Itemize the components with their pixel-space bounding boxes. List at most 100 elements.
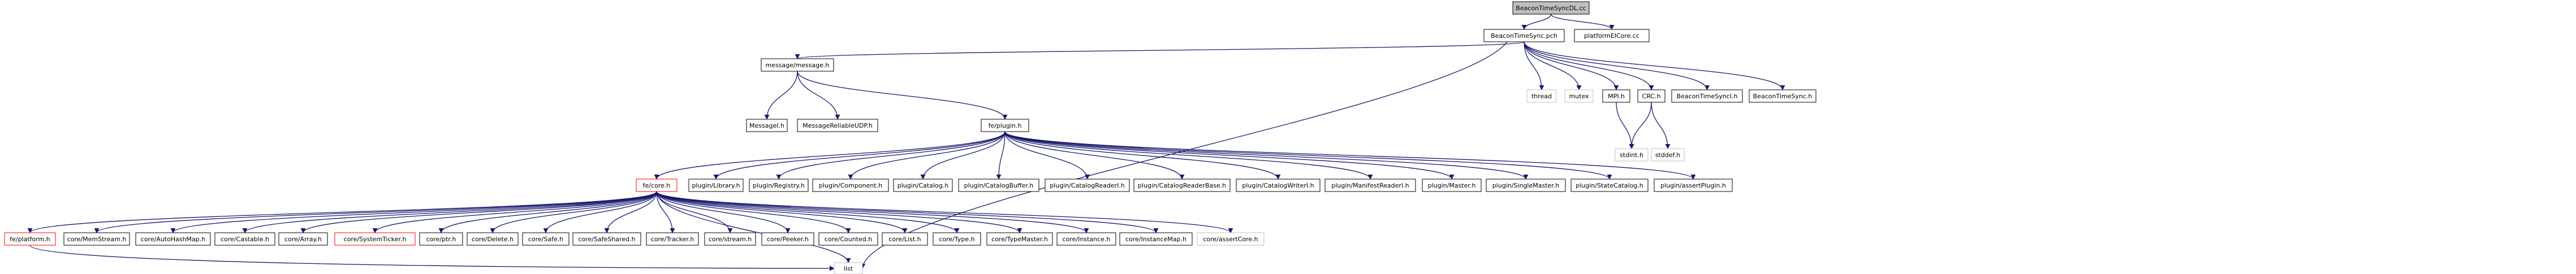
node-box bbox=[135, 232, 211, 246]
node-box bbox=[981, 119, 1029, 132]
edge-plugin-to-pl_catreaderbase bbox=[1004, 131, 1185, 180]
node-stdint[interactable]: stdint.h bbox=[1615, 148, 1649, 162]
edge-beacon_pch-to-beacon_sync bbox=[1524, 41, 1785, 90]
node-box bbox=[1574, 29, 1650, 42]
node-box bbox=[278, 232, 328, 246]
node-label: fe/platform.h bbox=[10, 236, 50, 243]
node-plugin[interactable]: fe/plugin.h bbox=[981, 119, 1029, 132]
node-pl-catwriteri[interactable]: plugin/CatalogWriterI.h bbox=[1236, 179, 1321, 192]
node-c-castable[interactable]: core/Castable.h bbox=[214, 232, 275, 246]
node-label: BeaconTimeSync.pch bbox=[1491, 32, 1557, 40]
edge-beacon_pch-to-beacon_synci bbox=[1524, 41, 1710, 90]
node-msg-reliable[interactable]: MessageReliableUDP.h bbox=[797, 119, 878, 132]
node-pl-catreaderbase[interactable]: plugin/CatalogReaderBase.h bbox=[1133, 179, 1231, 192]
node-pl-singlemaster[interactable]: plugin/SingleMaster.h bbox=[1486, 179, 1566, 192]
node-beacon-synci[interactable]: BeaconTimeSyncI.h bbox=[1671, 89, 1743, 103]
node-label: plugin/SingleMaster.h bbox=[1492, 182, 1560, 189]
edge-plugin-to-pl_catwriteri bbox=[1004, 131, 1281, 180]
node-box bbox=[797, 119, 878, 132]
node-platform-eicore[interactable]: platformEICore.cc bbox=[1574, 29, 1650, 42]
node-pl-master[interactable]: plugin/Master.h bbox=[1422, 179, 1482, 192]
node-beacon-sync[interactable]: BeaconTimeSync.h bbox=[1749, 89, 1816, 103]
node-label: core/Counted.h bbox=[825, 236, 872, 243]
node-label: message/message.h bbox=[765, 62, 829, 69]
node-thread[interactable]: thread bbox=[1526, 89, 1557, 103]
edge-fe_core-to-c_assertcore bbox=[656, 191, 1233, 233]
node-box bbox=[1654, 179, 1733, 192]
node-c-counted[interactable]: core/Counted.h bbox=[818, 232, 878, 246]
node-label: core/Instance.h bbox=[1063, 236, 1111, 243]
node-box bbox=[419, 232, 463, 246]
edge-fe_core-to-c_stream bbox=[656, 191, 733, 233]
node-mutex[interactable]: mutex bbox=[1564, 89, 1594, 103]
node-c-instance[interactable]: core/Instance.h bbox=[1056, 232, 1116, 246]
edge-fe_core-to-c_array bbox=[300, 191, 657, 233]
node-label: plugin/CatalogWriterI.h bbox=[1242, 182, 1314, 189]
node-message[interactable]: message/message.h bbox=[761, 58, 834, 72]
node-box bbox=[1056, 232, 1116, 246]
edge-fe_core-to-list bbox=[656, 191, 851, 263]
node-box bbox=[986, 232, 1053, 246]
node-stddef[interactable]: stddef.h bbox=[1651, 148, 1685, 162]
node-pl-catalog[interactable]: plugin/Catalog.h bbox=[893, 179, 953, 192]
node-box bbox=[214, 232, 275, 246]
node-label: core/Peeker.h bbox=[767, 236, 809, 243]
node-label: core/Type.h bbox=[939, 236, 974, 243]
node-c-ptr[interactable]: core/ptr.h bbox=[419, 232, 463, 246]
node-root[interactable]: BeaconTimeSyncDL.cc bbox=[1512, 1, 1590, 15]
node-pl-catreaderi[interactable]: plugin/CatalogReaderI.h bbox=[1045, 179, 1130, 192]
node-c-type[interactable]: core/Type.h bbox=[933, 232, 981, 246]
node-box bbox=[882, 232, 928, 246]
edges-layer bbox=[27, 14, 1785, 271]
node-c-autohashmap[interactable]: core/AutoHashMap.h bbox=[135, 232, 211, 246]
node-c-typemaster[interactable]: core/TypeMaster.h bbox=[986, 232, 1053, 246]
node-c-stream[interactable]: core/stream.h bbox=[704, 232, 756, 246]
node-pl-statecatalog[interactable]: plugin/StateCatalog.h bbox=[1570, 179, 1649, 192]
node-list[interactable]: list bbox=[834, 262, 863, 274]
node-c-safeshared[interactable]: core/SafeShared.h bbox=[572, 232, 641, 246]
node-c-systicker[interactable]: core/SystemTicker.h bbox=[334, 232, 416, 246]
node-pl-assert[interactable]: plugin/assertPlugin.h bbox=[1654, 179, 1733, 192]
node-label: mutex bbox=[1569, 93, 1589, 100]
node-fe-core[interactable]: fe/core.h bbox=[636, 179, 678, 192]
node-c-array[interactable]: core/Array.h bbox=[278, 232, 328, 246]
edge-beacon_pch-to-mutex bbox=[1524, 41, 1582, 90]
node-box bbox=[1602, 89, 1630, 103]
edge-fe_core-to-c_ptr bbox=[438, 191, 657, 233]
node-label: MessageReliableUDP.h bbox=[802, 122, 873, 129]
node-c-assertcore[interactable]: core/assertCore.h bbox=[1197, 232, 1265, 246]
edge-plugin-to-pl_component bbox=[848, 131, 1006, 180]
node-crc[interactable]: CRC.h bbox=[1637, 89, 1665, 103]
edge-plugin-to-pl_assert bbox=[1004, 131, 1696, 180]
node-label: core/Tracker.h bbox=[651, 236, 694, 243]
node-label: core/AutoHashMap.h bbox=[141, 236, 205, 243]
node-box bbox=[749, 179, 809, 192]
node-box bbox=[1486, 179, 1566, 192]
node-pl-registry[interactable]: plugin/Registry.h bbox=[749, 179, 809, 192]
node-pl-component[interactable]: plugin/Component.h bbox=[812, 179, 889, 192]
node-c-peeker[interactable]: core/Peeker.h bbox=[761, 232, 814, 246]
edge-root-to-beacon_pch bbox=[1521, 14, 1552, 30]
edge-fe_core-to-c_safe bbox=[543, 191, 657, 233]
node-c-safe[interactable]: core/Safe.h bbox=[522, 232, 569, 246]
node-pl-manifest[interactable]: plugin/ManifestReaderI.h bbox=[1324, 179, 1416, 192]
node-mpi[interactable]: MPI.h bbox=[1602, 89, 1630, 103]
node-fe-platform[interactable]: fe/platform.h bbox=[4, 232, 56, 246]
node-pl-catbuffer[interactable]: plugin/CatalogBuffer.h bbox=[958, 179, 1039, 192]
node-label: core/ptr.h bbox=[426, 236, 456, 243]
node-c-memstream[interactable]: core/MemStream.h bbox=[63, 232, 130, 246]
node-label: plugin/Master.h bbox=[1428, 182, 1476, 189]
node-c-instancemap[interactable]: core/InstanceMap.h bbox=[1119, 232, 1193, 246]
node-beacon-pch[interactable]: BeaconTimeSync.pch bbox=[1483, 29, 1565, 42]
node-c-list[interactable]: core/List.h bbox=[882, 232, 928, 246]
node-label: stddef.h bbox=[1655, 151, 1680, 159]
edge-fe_core-to-fe_platform bbox=[27, 191, 657, 233]
node-label: core/MemStream.h bbox=[67, 236, 127, 243]
node-box bbox=[834, 262, 863, 274]
node-pl-library[interactable]: plugin/Library.h bbox=[688, 179, 744, 192]
node-c-tracker[interactable]: core/Tracker.h bbox=[646, 232, 699, 246]
node-box bbox=[63, 232, 130, 246]
node-c-delete[interactable]: core/Delete.h bbox=[467, 232, 519, 246]
node-label: plugin/Component.h bbox=[819, 182, 882, 189]
node-messagei[interactable]: MessageI.h bbox=[746, 119, 788, 132]
